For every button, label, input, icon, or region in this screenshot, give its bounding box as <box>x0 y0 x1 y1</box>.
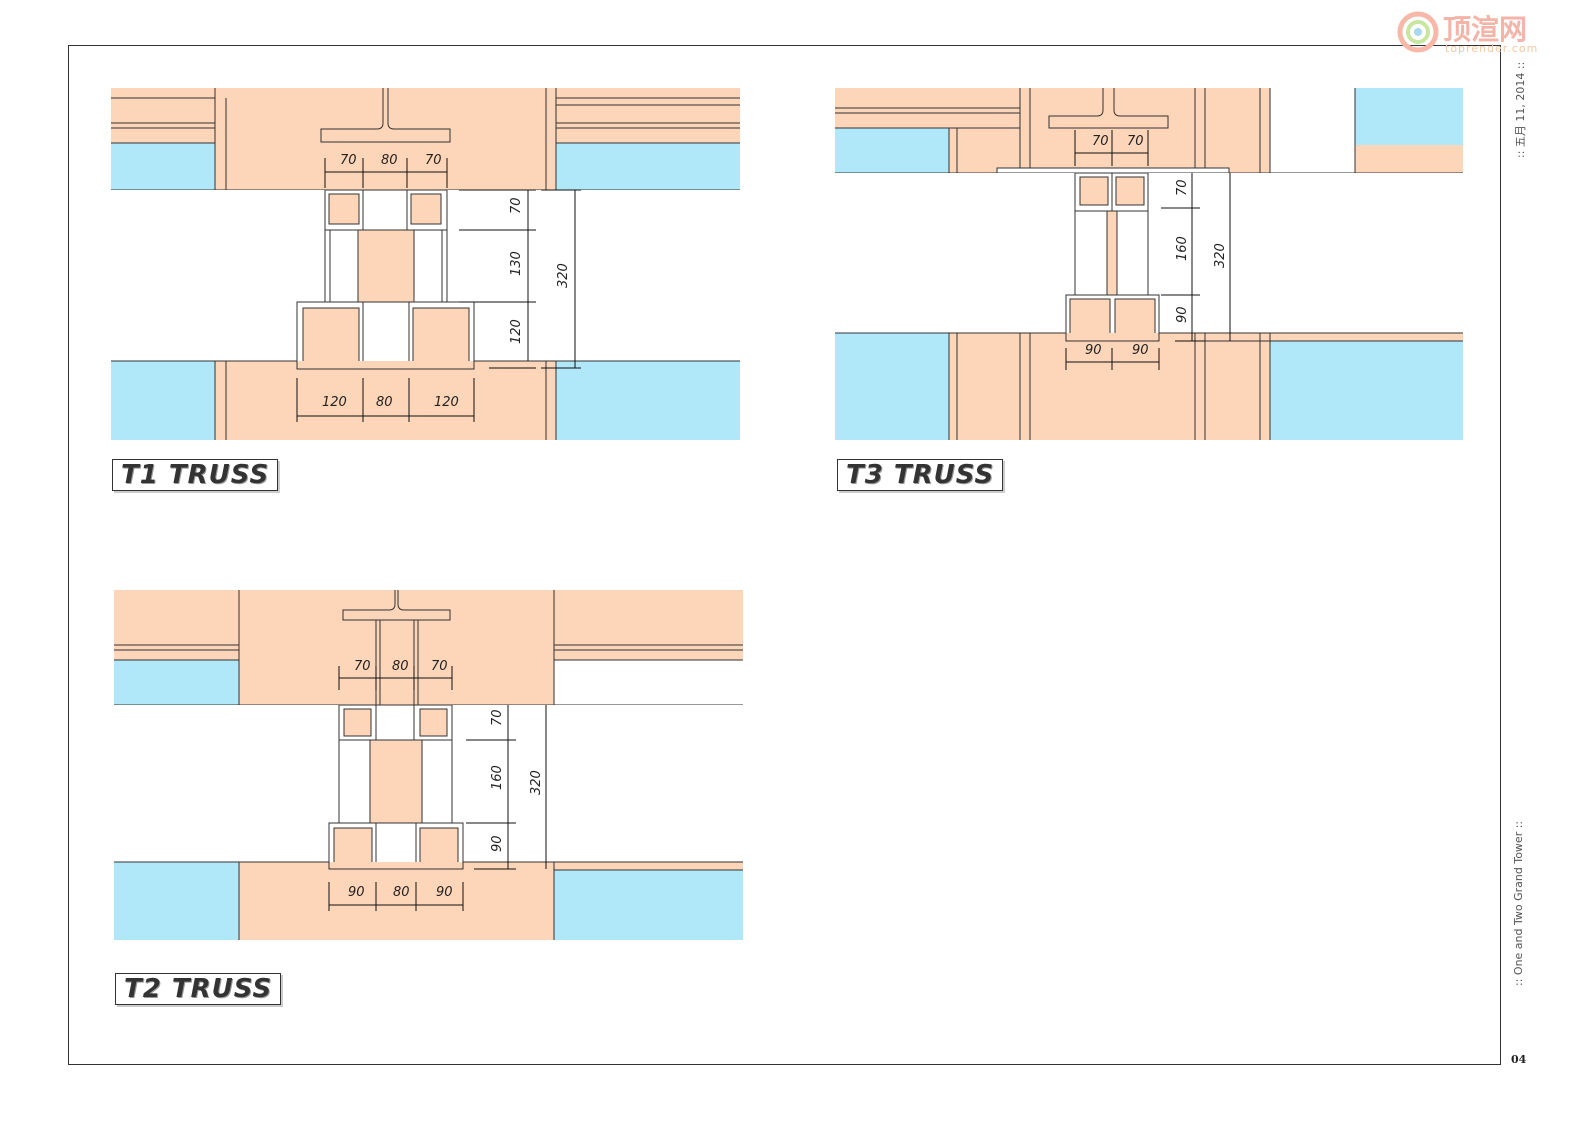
t2-vert-dim-2: 160 <box>490 765 505 790</box>
page-frame <box>68 45 1501 1065</box>
t1-vert-dim-3: 120 <box>509 319 524 344</box>
t2-top-dim-3: 70 <box>431 659 448 674</box>
t2-truss-title: T2 TRUSS <box>115 973 282 1005</box>
t1-top-dim-2: 80 <box>381 153 398 168</box>
t3-top-dim-1: 70 <box>1092 134 1109 149</box>
t1-truss-drawing: 70 80 70 120 80 120 70 130 120 320 <box>111 88 740 440</box>
logo-text: 顶渲网 <box>1443 13 1528 46</box>
logo-swirl-icon <box>1397 11 1439 53</box>
t2-vert-dim-3: 90 <box>490 835 505 852</box>
t3-vert-dim-1: 70 <box>1175 179 1190 196</box>
t2-bottom-dim-3: 90 <box>436 885 453 900</box>
t3-bottom-dim-2: 90 <box>1132 343 1149 358</box>
t1-bottom-dim-2: 80 <box>376 395 393 410</box>
t1-bottom-dim-3: 120 <box>434 395 459 410</box>
t3-top-dim-2: 70 <box>1127 134 1144 149</box>
side-date: :: 五月 11, 2014 :: <box>1514 61 1527 158</box>
t2-vert-dim-1: 70 <box>490 709 505 726</box>
t2-truss-drawing: 70 80 70 90 80 90 70 160 90 320 <box>114 590 743 940</box>
t2-top-dim-2: 80 <box>392 659 409 674</box>
t3-vert-dim-2: 160 <box>1175 236 1190 261</box>
t1-truss-title: T1 TRUSS <box>112 459 279 491</box>
page-number: 04 <box>1511 1053 1527 1066</box>
t2-bottom-dim-1: 90 <box>348 885 365 900</box>
side-title-container: :: One and Two Grand Tower :: <box>1510 800 1525 990</box>
t1-bottom-dim-1: 120 <box>322 395 347 410</box>
side-date-container: :: 五月 11, 2014 :: <box>1510 40 1527 160</box>
watermark-logo: 顶渲网 toprender.com <box>1395 8 1555 58</box>
side-project-title: :: One and Two Grand Tower :: <box>1512 820 1525 986</box>
t3-total-height: 320 <box>1213 243 1228 268</box>
t1-total-height: 320 <box>556 263 571 288</box>
t3-truss-drawing: 70 70 90 90 70 160 90 320 <box>835 88 1463 440</box>
t3-bottom-dim-1: 90 <box>1085 343 1102 358</box>
logo-subtext: toprender.com <box>1445 42 1539 55</box>
t1-top-dim-1: 70 <box>340 153 357 168</box>
t1-top-dim-3: 70 <box>425 153 442 168</box>
t2-bottom-dim-2: 80 <box>393 885 410 900</box>
t2-total-height: 320 <box>529 770 544 795</box>
t3-truss-title: T3 TRUSS <box>837 459 1004 491</box>
t3-vert-dim-3: 90 <box>1175 306 1190 323</box>
t1-vert-dim-2: 130 <box>509 251 524 276</box>
t2-top-dim-1: 70 <box>354 659 371 674</box>
t1-vert-dim-1: 70 <box>509 197 524 214</box>
